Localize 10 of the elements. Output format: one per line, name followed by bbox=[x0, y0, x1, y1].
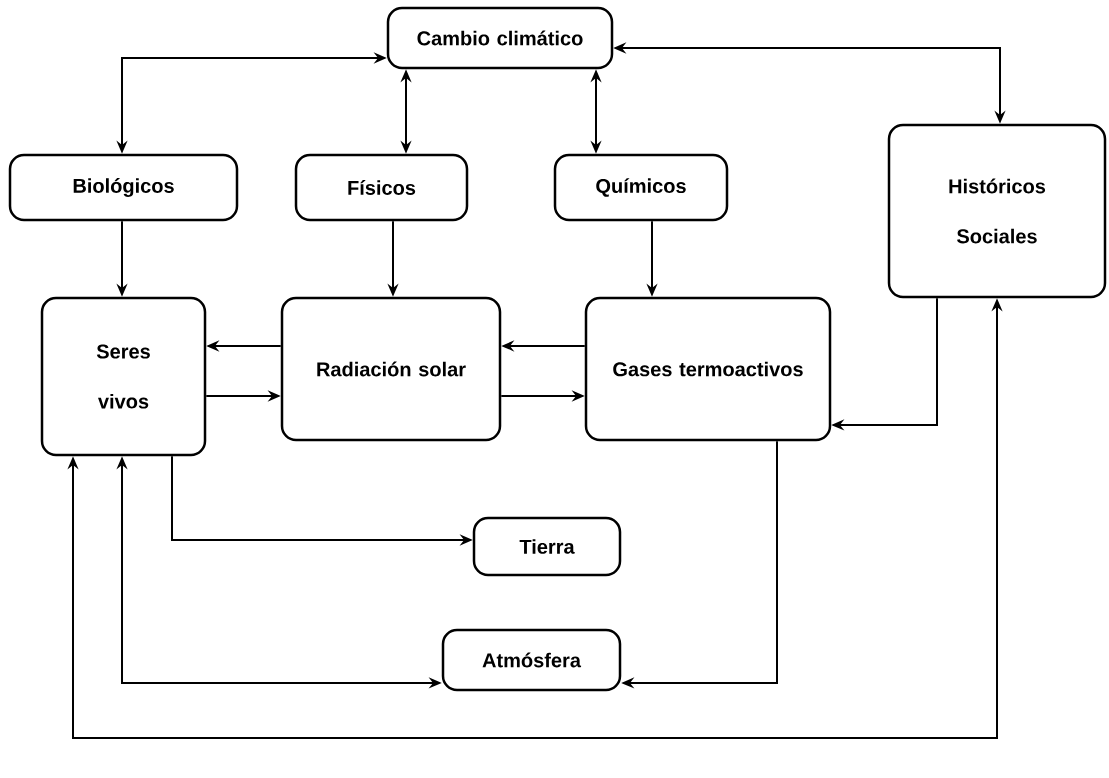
process-box: Biológicos bbox=[8, 153, 239, 222]
process-box: Cambio climático bbox=[386, 6, 614, 70]
process-box: Gases termoactivos bbox=[584, 296, 832, 442]
process-box: Históricos Sociales bbox=[887, 123, 1107, 299]
process-box: Tierra bbox=[472, 516, 622, 577]
process-box: Atmósfera bbox=[441, 628, 622, 692]
process-box: Seres vivos bbox=[40, 296, 207, 457]
process-box: Físicos bbox=[294, 153, 469, 222]
process-box: Radiación solar bbox=[280, 296, 502, 442]
process-box: Químicos bbox=[553, 153, 729, 222]
